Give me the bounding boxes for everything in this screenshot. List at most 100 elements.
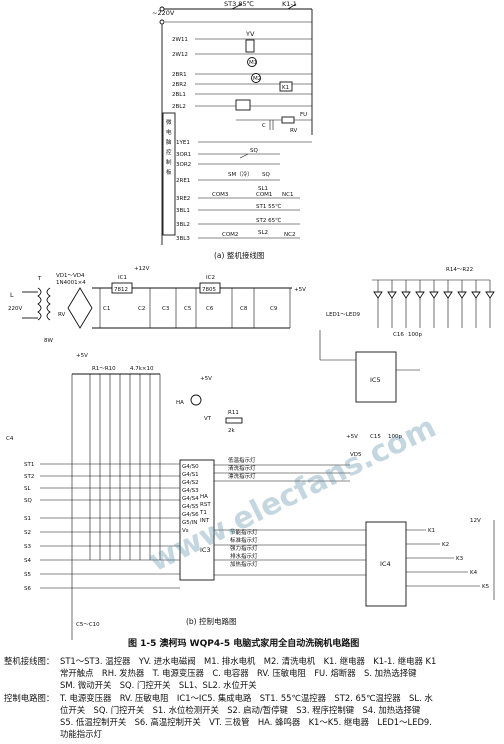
- ic3-led-3: 漂洗指示灯: [228, 472, 256, 480]
- relay-k1-icon: [279, 81, 293, 92]
- transformer-secondary-icon: [46, 287, 51, 321]
- legend-line-3: SM. 微动开关 SQ. 门控开关 SL1、SL2. 水位开关: [60, 680, 257, 690]
- sw-s1: S1: [24, 516, 31, 522]
- board-char-6: 板: [166, 168, 172, 176]
- term-3re2: 3RE2: [176, 196, 190, 202]
- m2-label: M2: [253, 76, 261, 82]
- vt-label: VT: [204, 416, 212, 422]
- sw-st2: ST2: [24, 474, 34, 480]
- term-1ye1: 1YE1: [176, 140, 190, 146]
- transformer-primary-icon: [37, 287, 42, 321]
- term-3bl3: 3BL3: [176, 236, 190, 242]
- r11-label: R11: [228, 410, 239, 416]
- sm-label: SM（冷）: [228, 170, 253, 178]
- sw-s3: S3: [24, 544, 31, 550]
- valve-yv-icon: [245, 39, 255, 53]
- term-2br2: 2BR2: [172, 82, 187, 88]
- k2-ctrl: K2: [442, 542, 449, 548]
- k11-label: K1-1: [282, 0, 297, 8]
- ic3-right-3: 强力指示灯: [230, 544, 258, 552]
- pin-g4s2: G4/S2: [182, 480, 199, 486]
- st2-label: ST2 65℃: [256, 217, 281, 224]
- sw-s5: S5: [24, 572, 31, 578]
- pin-g4s5: G4/S5: [182, 504, 199, 510]
- led-array: [372, 279, 495, 328]
- board-char-1: 微: [166, 118, 172, 126]
- c-small-4: C4: [6, 436, 14, 442]
- k4-ctrl: K4: [470, 570, 478, 576]
- cap-c2: C2: [138, 306, 145, 312]
- pin-g4s3: G4/S3: [182, 488, 199, 494]
- sq-t-label: SQ: [262, 172, 270, 178]
- ic3-right-2: 标准指示灯: [230, 536, 258, 544]
- c-bottom: C5～C10: [76, 622, 100, 628]
- rv-label: RV: [290, 128, 298, 134]
- v5-label: +5V: [200, 376, 212, 382]
- heater-icon: [235, 99, 251, 111]
- vd-label: VD1～VD4: [56, 273, 85, 279]
- ic5-label: IC5: [370, 376, 381, 384]
- v100-label: 100p: [408, 332, 422, 338]
- pin-g5in: G5/IN: [182, 520, 197, 526]
- leds-label: LED1～LED9: [326, 312, 361, 318]
- pin-vs: Vs: [182, 528, 189, 534]
- caption-b: (b) 控制电路图: [186, 616, 237, 626]
- term-2w12: 2W12: [172, 52, 188, 58]
- pin-g4s6: G4/S6: [182, 512, 199, 518]
- legend-head-2: 控制电路图：: [4, 693, 54, 703]
- legend-line-7: 功能指示灯: [60, 729, 102, 739]
- power-supply: VD1～VD4 1N4001×4 +12V IC1 7812 IC2 7805 …: [8, 266, 495, 403]
- sl2-label: SL2: [258, 230, 268, 236]
- board-char-5: 制: [166, 158, 172, 166]
- ic4-chip: [365, 521, 407, 607]
- supply-label: ~220V: [152, 9, 175, 17]
- wiring-diagram: ~220V ST3 85℃ K1-1 2W11 2W12 2BR1 2BR2 2…: [152, 0, 313, 260]
- legend-line-2: 常开触点 RH. 发热器 T. 电源变压器 C. 电容器 RV. 压敏电阻 FU…: [60, 668, 417, 678]
- fuse-icon: [281, 116, 295, 124]
- ic3-right-5: 加热指示灯: [230, 560, 258, 568]
- legend-line-6: S5. 低温控制开关 S6. 高温控制开关 VT. 三极管 HA. 蜂鸣器 K1…: [60, 717, 432, 727]
- term-2br1: 2BR1: [172, 72, 187, 78]
- k1-label: K1: [282, 85, 289, 91]
- bridge-rectifier-icon: [67, 287, 93, 329]
- terminal-rows: 2W11 2W12 2BR1 2BR2 2BL1 2BL2: [172, 37, 312, 110]
- l-label: L: [10, 291, 14, 299]
- cap-c5: C5: [184, 306, 192, 312]
- c100-label: 100p: [388, 434, 402, 440]
- r47-label: 4.7k×10: [130, 366, 154, 372]
- cap-c8: C8: [240, 306, 248, 312]
- term-3bl1: 3BL1: [176, 208, 190, 214]
- ic3-chip: [179, 459, 215, 581]
- com1-label: COM1: [256, 192, 272, 198]
- cap-c3: C3: [162, 306, 170, 312]
- r11v-label: 2k: [228, 428, 235, 434]
- st3-label: ST3 85℃: [224, 0, 254, 8]
- pin-g4s4: G4/S4: [182, 496, 199, 502]
- sw-st1: ST1: [24, 462, 34, 468]
- sw-s4: S4: [24, 558, 31, 564]
- k1-ctrl: K1: [428, 528, 435, 534]
- st1-label: ST1 55℃: [256, 203, 281, 210]
- term-3bl2: 3BL2: [176, 222, 190, 228]
- m1-label: M1: [249, 60, 257, 66]
- ic3-led-2: 清洗指示灯: [228, 464, 256, 472]
- ha-label: HA: [176, 400, 184, 406]
- cap-c1: C1: [103, 306, 110, 312]
- nc2-label: NC2: [284, 232, 295, 238]
- r1-label: R1～R10: [92, 366, 116, 372]
- c-label: C: [262, 123, 266, 129]
- legend-line-1: ST1～ST3. 温控器 YV. 进水电磁阀 M1. 排水电机 M2. 清洗电机…: [60, 656, 436, 666]
- term-3or1: 3OR1: [176, 152, 191, 158]
- sw-s6: S6: [24, 586, 31, 592]
- cap-c6: C6: [206, 306, 214, 312]
- sw-sq: SQ: [24, 498, 32, 504]
- k3-ctrl: K3: [456, 556, 464, 562]
- r14-label: R14～R22: [446, 267, 473, 273]
- figure-title: 图 1-5 澳柯玛 WQP4-5 电脑式家用全自动洗碗机电路图: [128, 637, 359, 649]
- pin-g4s0: G4/S0: [182, 464, 199, 470]
- term-3or2: 3OR2: [176, 162, 191, 168]
- resistor-r11-icon: [225, 417, 243, 424]
- sw-s2: S2: [24, 530, 31, 536]
- pin-ha: HA: [200, 494, 208, 500]
